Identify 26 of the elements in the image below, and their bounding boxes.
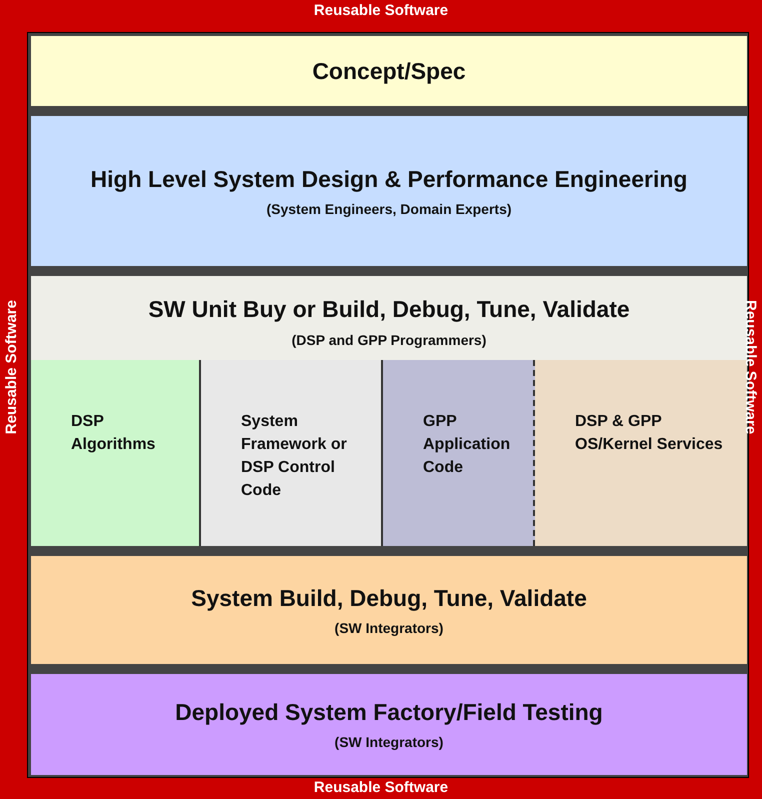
column-panel — [31, 360, 201, 546]
column-label: DSP & GPP OS/Kernel Services — [575, 412, 724, 455]
column-label: DSP Algorithms — [71, 412, 156, 455]
stage-band — [31, 276, 747, 546]
frame-label: Reusable Software — [312, 2, 450, 19]
frame-label: Reusable Software — [3, 300, 20, 434]
stage-band — [31, 674, 747, 775]
stage-band — [31, 116, 747, 266]
frame-label: Reusable Software — [742, 300, 759, 434]
band-subtitle: (SW Integrators) — [334, 620, 444, 636]
column-label: GPP Application Code — [423, 412, 512, 478]
band-title: Deployed System Factory/Field Testing — [175, 699, 603, 726]
column-panel — [383, 360, 535, 546]
band-title: Concept/Spec — [312, 58, 466, 84]
frame-label: Reusable Software — [312, 779, 450, 796]
column-panel — [535, 360, 747, 546]
band-subtitle: (DSP and GPP Programmers) — [290, 332, 488, 348]
band-title: System Build, Debug, Tune, Validate — [191, 584, 587, 612]
band-title: High Level System Design & Performance Engineering — [90, 166, 688, 192]
stage-band — [31, 556, 747, 664]
column-panel — [201, 360, 383, 546]
column-label: System Framework or DSP Control Code — [241, 412, 348, 501]
band-subtitle: (System Engineers, Domain Experts) — [266, 200, 512, 216]
stage-band — [31, 36, 747, 106]
band-subtitle: (SW Integrators) — [334, 734, 444, 750]
band-title: SW Unit Buy or Build, Debug, Tune, Validate — [147, 296, 631, 323]
